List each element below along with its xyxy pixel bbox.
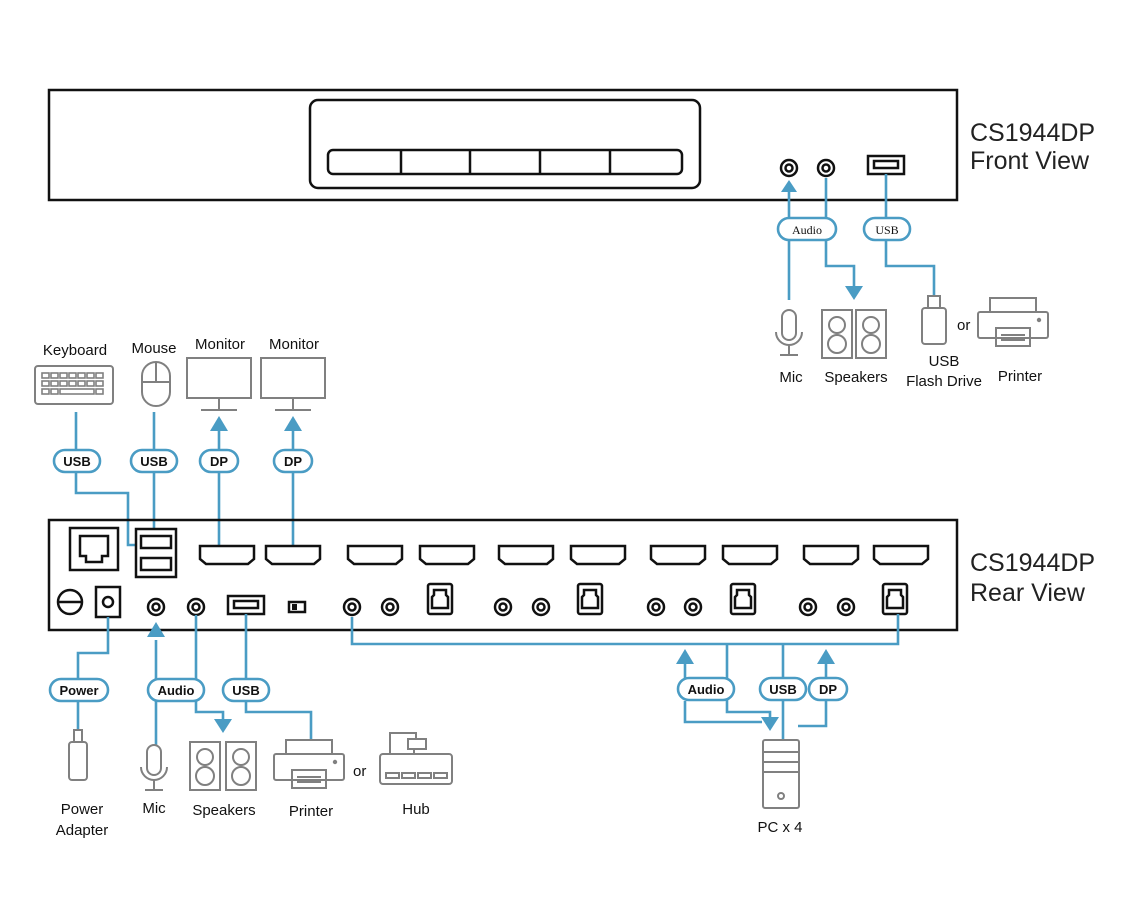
pc-port-group-4 <box>798 544 930 617</box>
keyboard-icon <box>34 365 114 405</box>
monitor-1-icon <box>186 357 252 411</box>
front-model-label: CS1944DP <box>970 119 1095 147</box>
firmware-switch <box>287 600 307 614</box>
power-adapter-icon <box>68 729 88 781</box>
usb-hub-icon <box>379 732 453 785</box>
rear-mic-label: Mic <box>142 800 166 817</box>
front-or-label: or <box>957 317 970 334</box>
rear-model-label: CS1944DP <box>970 549 1095 577</box>
hub-label: Hub <box>402 801 430 818</box>
console-dp-port-1 <box>198 544 256 566</box>
rear-view-label: Rear View <box>970 579 1086 607</box>
pc-port-group-1 <box>342 544 476 617</box>
svg-text:DP: DP <box>819 682 837 697</box>
rear-bottom-cables <box>76 614 313 745</box>
console-usb-pill: USB <box>221 677 271 703</box>
front-mic-icon <box>775 309 803 356</box>
svg-text:USB: USB <box>140 454 167 469</box>
svg-text:DP: DP <box>210 454 228 469</box>
power-adapter-label-line1: Power <box>61 801 104 818</box>
rear-printer-icon <box>273 739 345 789</box>
front-speakers-icon <box>821 309 887 359</box>
pc-port-group-2 <box>493 544 627 617</box>
front-view-label: Front View <box>970 147 1090 175</box>
console-audio-pill: Audio <box>146 677 206 703</box>
svg-text:DP: DP <box>284 454 302 469</box>
console-usb-ports <box>134 527 178 579</box>
front-speaker-port <box>816 158 836 178</box>
mouse-icon <box>141 361 171 407</box>
front-printer-label: Printer <box>998 368 1042 385</box>
console-mic-port <box>146 597 166 617</box>
ground-screw <box>56 588 84 616</box>
rear-speakers-label: Speakers <box>192 802 255 819</box>
pc-cables <box>350 614 900 740</box>
rear-top-cables <box>74 412 302 547</box>
console-usb-a-port <box>226 594 266 616</box>
rear-or-label: or <box>353 763 366 780</box>
rear-printer-label: Printer <box>289 803 333 820</box>
power-pill: Power <box>48 677 110 703</box>
svg-text:Power: Power <box>59 683 98 698</box>
svg-text:USB: USB <box>875 223 898 237</box>
pc-dp-pill: DP <box>807 676 849 702</box>
front-mic-port <box>779 158 799 178</box>
front-mic-label: Mic <box>779 369 803 386</box>
rear-speakers-icon <box>189 741 257 791</box>
front-usb-port <box>866 154 906 176</box>
front-usb-pill: USB <box>862 216 912 242</box>
usb-flash-drive-icon <box>921 295 947 345</box>
mouse-label: Mouse <box>131 340 176 357</box>
pc-audio-pill: Audio <box>676 676 736 702</box>
svg-text:Audio: Audio <box>158 683 195 698</box>
pc-usb-pill: USB <box>758 676 808 702</box>
front-panel <box>47 88 959 202</box>
monitor-2-icon <box>260 357 326 411</box>
monitor-2-dp-pill: DP <box>272 448 314 474</box>
usb-drive-label-line2: Flash Drive <box>906 373 982 390</box>
lan-port <box>68 526 120 572</box>
keyboard-label: Keyboard <box>43 342 107 359</box>
front-audio-pill: Audio <box>776 216 838 242</box>
svg-text:Audio: Audio <box>792 223 822 237</box>
power-jack <box>94 585 122 619</box>
monitor-1-dp-pill: DP <box>198 448 240 474</box>
pc-tower-icon <box>762 739 800 809</box>
usb-drive-label-line1: USB <box>929 353 960 370</box>
console-speaker-port <box>186 597 206 617</box>
svg-text:USB: USB <box>769 682 796 697</box>
front-printer-icon <box>977 297 1049 347</box>
pc-label: PC x 4 <box>757 819 802 836</box>
rear-mic-icon <box>140 744 168 791</box>
pc-port-group-3 <box>646 544 779 617</box>
rear-panel <box>47 518 959 632</box>
svg-text:USB: USB <box>232 683 259 698</box>
svg-text:Audio: Audio <box>688 682 725 697</box>
mouse-usb-pill: USB <box>129 448 179 474</box>
console-dp-port-2 <box>264 544 322 566</box>
monitor-1-label: Monitor <box>195 336 245 353</box>
svg-text:USB: USB <box>63 454 90 469</box>
front-speakers-label: Speakers <box>824 369 887 386</box>
keyboard-usb-pill: USB <box>52 448 102 474</box>
monitor-2-label: Monitor <box>269 336 319 353</box>
power-adapter-label-line2: Adapter <box>56 822 109 839</box>
